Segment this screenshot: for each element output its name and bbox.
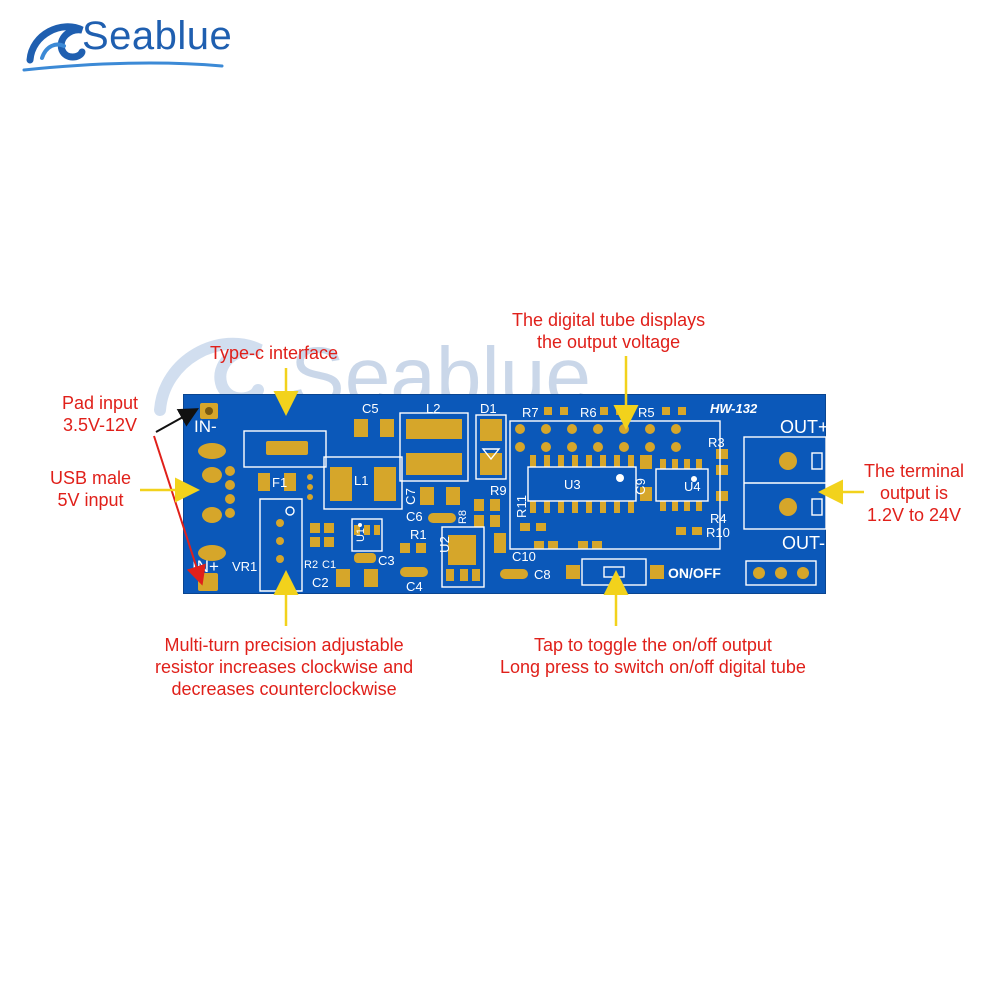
silk-c9: C9 <box>632 478 648 495</box>
silk-l1: L1 <box>354 473 369 488</box>
silk-c10: C10 <box>512 549 536 564</box>
silk-r11: R11 <box>513 495 529 518</box>
silk-r10: R10 <box>706 525 730 540</box>
silk-r4: R4 <box>710 511 727 526</box>
silk-in-minus: IN- <box>194 417 217 436</box>
silk-c2: C2 <box>312 575 329 590</box>
callout-digital-tube: The digital tube displays the output vol… <box>512 309 705 353</box>
callout-usb: USB male 5V input <box>50 467 131 511</box>
callout-pad-input: Pad input 3.5V-12V <box>62 392 138 436</box>
callout-resistor: Multi-turn precision adjustable resistor… <box>155 634 413 700</box>
silk-r3: R3 <box>708 435 725 450</box>
callout-toggle-line2: Long press to switch on/off digital tube <box>500 657 806 677</box>
silk-vr1: VR1 <box>232 559 258 574</box>
silk-out-plus: OUT+ <box>780 417 829 437</box>
pcb-board: IN- IN+ HW-132 OUT+ OUT- ON/OFF C5 L2 D1… <box>183 394 829 594</box>
silk-r1: R1 <box>410 527 427 542</box>
callout-usb-line1: USB male <box>50 468 132 488</box>
callout-resistor-line3: decreases counterclockwise <box>171 679 397 699</box>
silk-c1: C1 <box>322 559 337 571</box>
silk-u3: U3 <box>564 477 581 492</box>
silk-on-off: ON/OFF <box>668 565 721 581</box>
silk-r7: R7 <box>522 405 539 420</box>
brand-name: Seablue <box>82 14 233 58</box>
silk-r2: R2 <box>304 559 319 571</box>
silk-model: HW-132 <box>710 401 758 416</box>
callout-digital-tube-line2: the output voltage <box>537 332 681 352</box>
callout-typec-text: Type-c interface <box>210 343 339 363</box>
callout-typec: Type-c interface <box>210 342 338 364</box>
silk-out-minus: OUT- <box>782 533 825 553</box>
silk-l2: L2 <box>426 401 441 416</box>
silk-r6: R6 <box>580 405 597 420</box>
callout-toggle-line1: Tap to toggle the on/off output <box>534 635 772 655</box>
wave-logo-icon <box>22 23 224 72</box>
callout-pad-input-line2: 3.5V-12V <box>63 415 138 435</box>
callout-terminal: The terminal output is 1.2V to 24V <box>864 460 964 526</box>
silk-in-plus: IN+ <box>192 557 219 576</box>
callout-terminal-line3: 1.2V to 24V <box>866 505 962 525</box>
callout-resistor-line1: Multi-turn precision adjustable <box>164 635 404 655</box>
silk-f1: F1 <box>272 475 288 490</box>
callout-usb-line2: 5V input <box>57 490 124 510</box>
silk-r8: R8 <box>457 509 470 525</box>
silk-c3: C3 <box>378 553 395 568</box>
callout-toggle: Tap to toggle the on/off output Long pre… <box>500 634 806 678</box>
callout-pad-input-line1: Pad input <box>62 393 139 413</box>
callout-resistor-line2: resistor increases clockwise and <box>155 657 414 677</box>
silk-r9: R9 <box>490 483 507 498</box>
silk-c8: C8 <box>534 567 551 582</box>
callout-digital-tube-line1: The digital tube displays <box>512 310 706 330</box>
silk-c5: C5 <box>362 401 379 416</box>
silk-c6: C6 <box>406 509 423 524</box>
callout-terminal-line1: The terminal <box>864 461 965 481</box>
silk-c4: C4 <box>406 579 423 594</box>
silk-r5: R5 <box>638 405 655 420</box>
silk-c7: C7 <box>402 488 418 505</box>
silk-d1: D1 <box>480 401 497 416</box>
silk-u1: U1 <box>355 527 368 543</box>
silk-u4: U4 <box>684 479 701 494</box>
silk-u2: U2 <box>436 536 452 553</box>
pcb-artwork <box>198 403 827 592</box>
callout-terminal-line2: output is <box>880 483 949 503</box>
